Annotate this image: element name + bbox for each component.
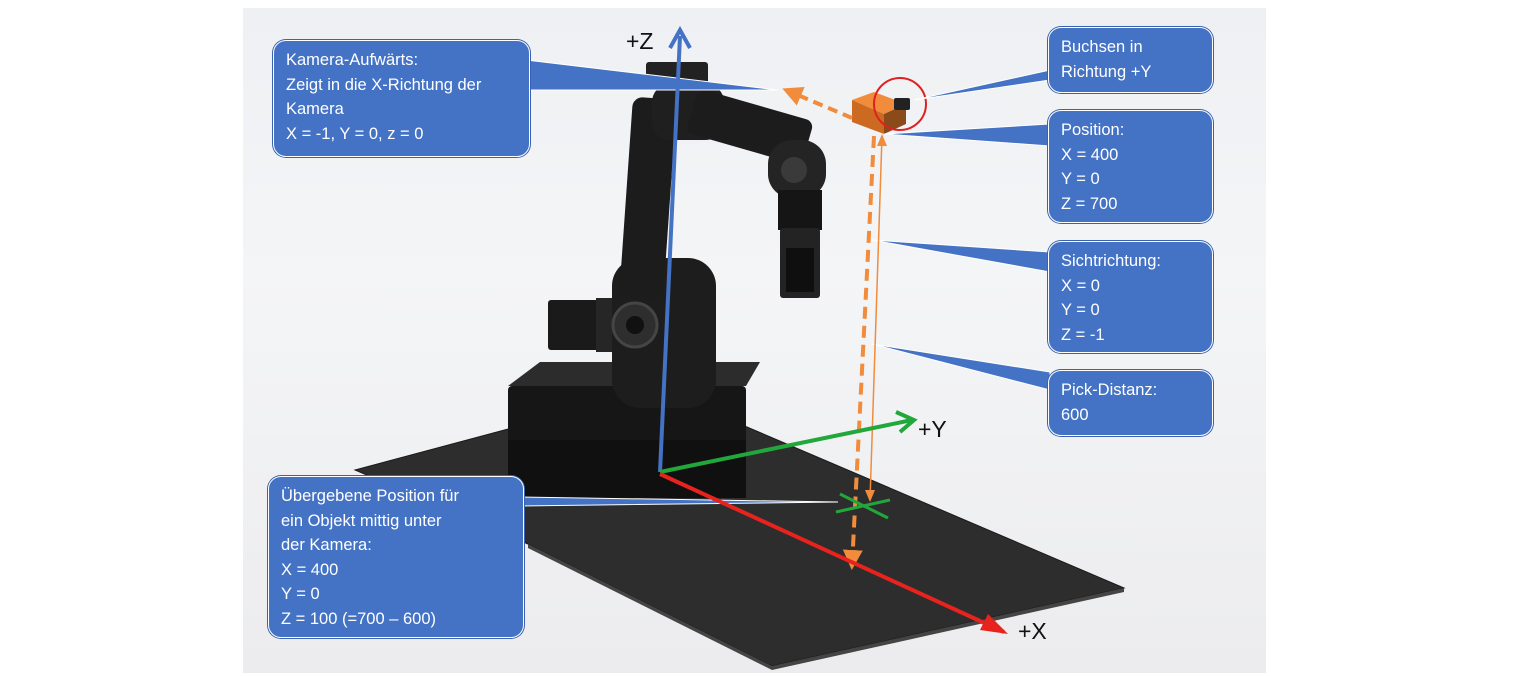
callout-line: Zeigt in die X-Richtung der	[286, 75, 482, 94]
callout-line: X = 0	[1061, 276, 1100, 295]
callout-pick-distance: Pick-Distanz: 600	[1048, 370, 1213, 436]
y-axis-arrowhead	[895, 410, 918, 434]
socket-highlight-circle	[873, 77, 927, 131]
callout-line: Sichtrichtung:	[1061, 252, 1161, 270]
robot-arm	[508, 62, 826, 498]
z-axis-label: +Z	[626, 28, 654, 54]
x-axis-arrowhead	[980, 614, 1008, 634]
callout-sockets: Buchsen in Richtung +Y	[1048, 27, 1213, 93]
x-axis	[659, 472, 1005, 634]
y-axis-label: +Y	[918, 416, 947, 442]
y-axis	[659, 418, 913, 474]
z-axis	[658, 35, 682, 473]
ground-plate-edge	[528, 544, 1124, 670]
pointer-position	[883, 123, 1051, 147]
target-cross	[835, 492, 891, 520]
callout-line: Richtung +Y	[1061, 62, 1152, 81]
callout-line: ein Objekt mittig unter	[281, 511, 442, 530]
callout-line: Kamera-Aufwärts:	[286, 51, 419, 69]
camera	[852, 92, 910, 134]
callout-line: Y = 0	[1061, 301, 1100, 319]
callout-view-direction: Sichtrichtung: X = 0 Y = 0 Z = -1	[1048, 241, 1213, 353]
callout-line: der Kamera:	[281, 536, 372, 554]
x-axis-label: +X	[1018, 618, 1047, 644]
z-axis-arrowhead	[668, 25, 692, 49]
callout-handover-position: Übergebene Position für ein Objekt mitti…	[268, 476, 524, 638]
view-direction-arrow	[842, 135, 876, 570]
callout-line: Z = 100 (=700 – 600)	[281, 609, 437, 628]
pick-distance-arrowhead-top	[877, 134, 887, 146]
callout-line: Y = 0	[1061, 170, 1100, 188]
callout-line: 600	[1061, 405, 1089, 424]
callout-line: Z = 700	[1061, 194, 1118, 213]
callout-line: X = -1, Y = 0, z = 0	[286, 124, 424, 143]
callout-pointers	[519, 59, 1051, 507]
callout-camera-up: Kamera-Aufwärts: Zeigt in die X-Richtung…	[273, 40, 530, 157]
callout-line: X = 400	[1061, 145, 1119, 164]
pick-distance-arrowhead-bottom	[865, 490, 875, 502]
callout-line: Übergebene Position für	[281, 487, 459, 505]
callout-line: Y = 0	[281, 585, 320, 603]
callout-line: X = 400	[281, 560, 339, 579]
pointer-pick-distance	[871, 343, 1051, 391]
callout-line: Buchsen in	[1061, 38, 1143, 56]
callout-line: Kamera	[286, 100, 344, 118]
camera-up-arrow	[782, 87, 853, 120]
callout-line: Z = -1	[1061, 325, 1105, 344]
callout-line: Pick-Distanz:	[1061, 381, 1158, 399]
pointer-sockets	[913, 69, 1051, 101]
pointer-view-direction	[871, 239, 1051, 273]
callout-line: Position:	[1061, 121, 1125, 139]
pick-distance-line	[869, 135, 883, 501]
callout-position: Position: X = 400 Y = 0 Z = 700	[1048, 110, 1213, 223]
